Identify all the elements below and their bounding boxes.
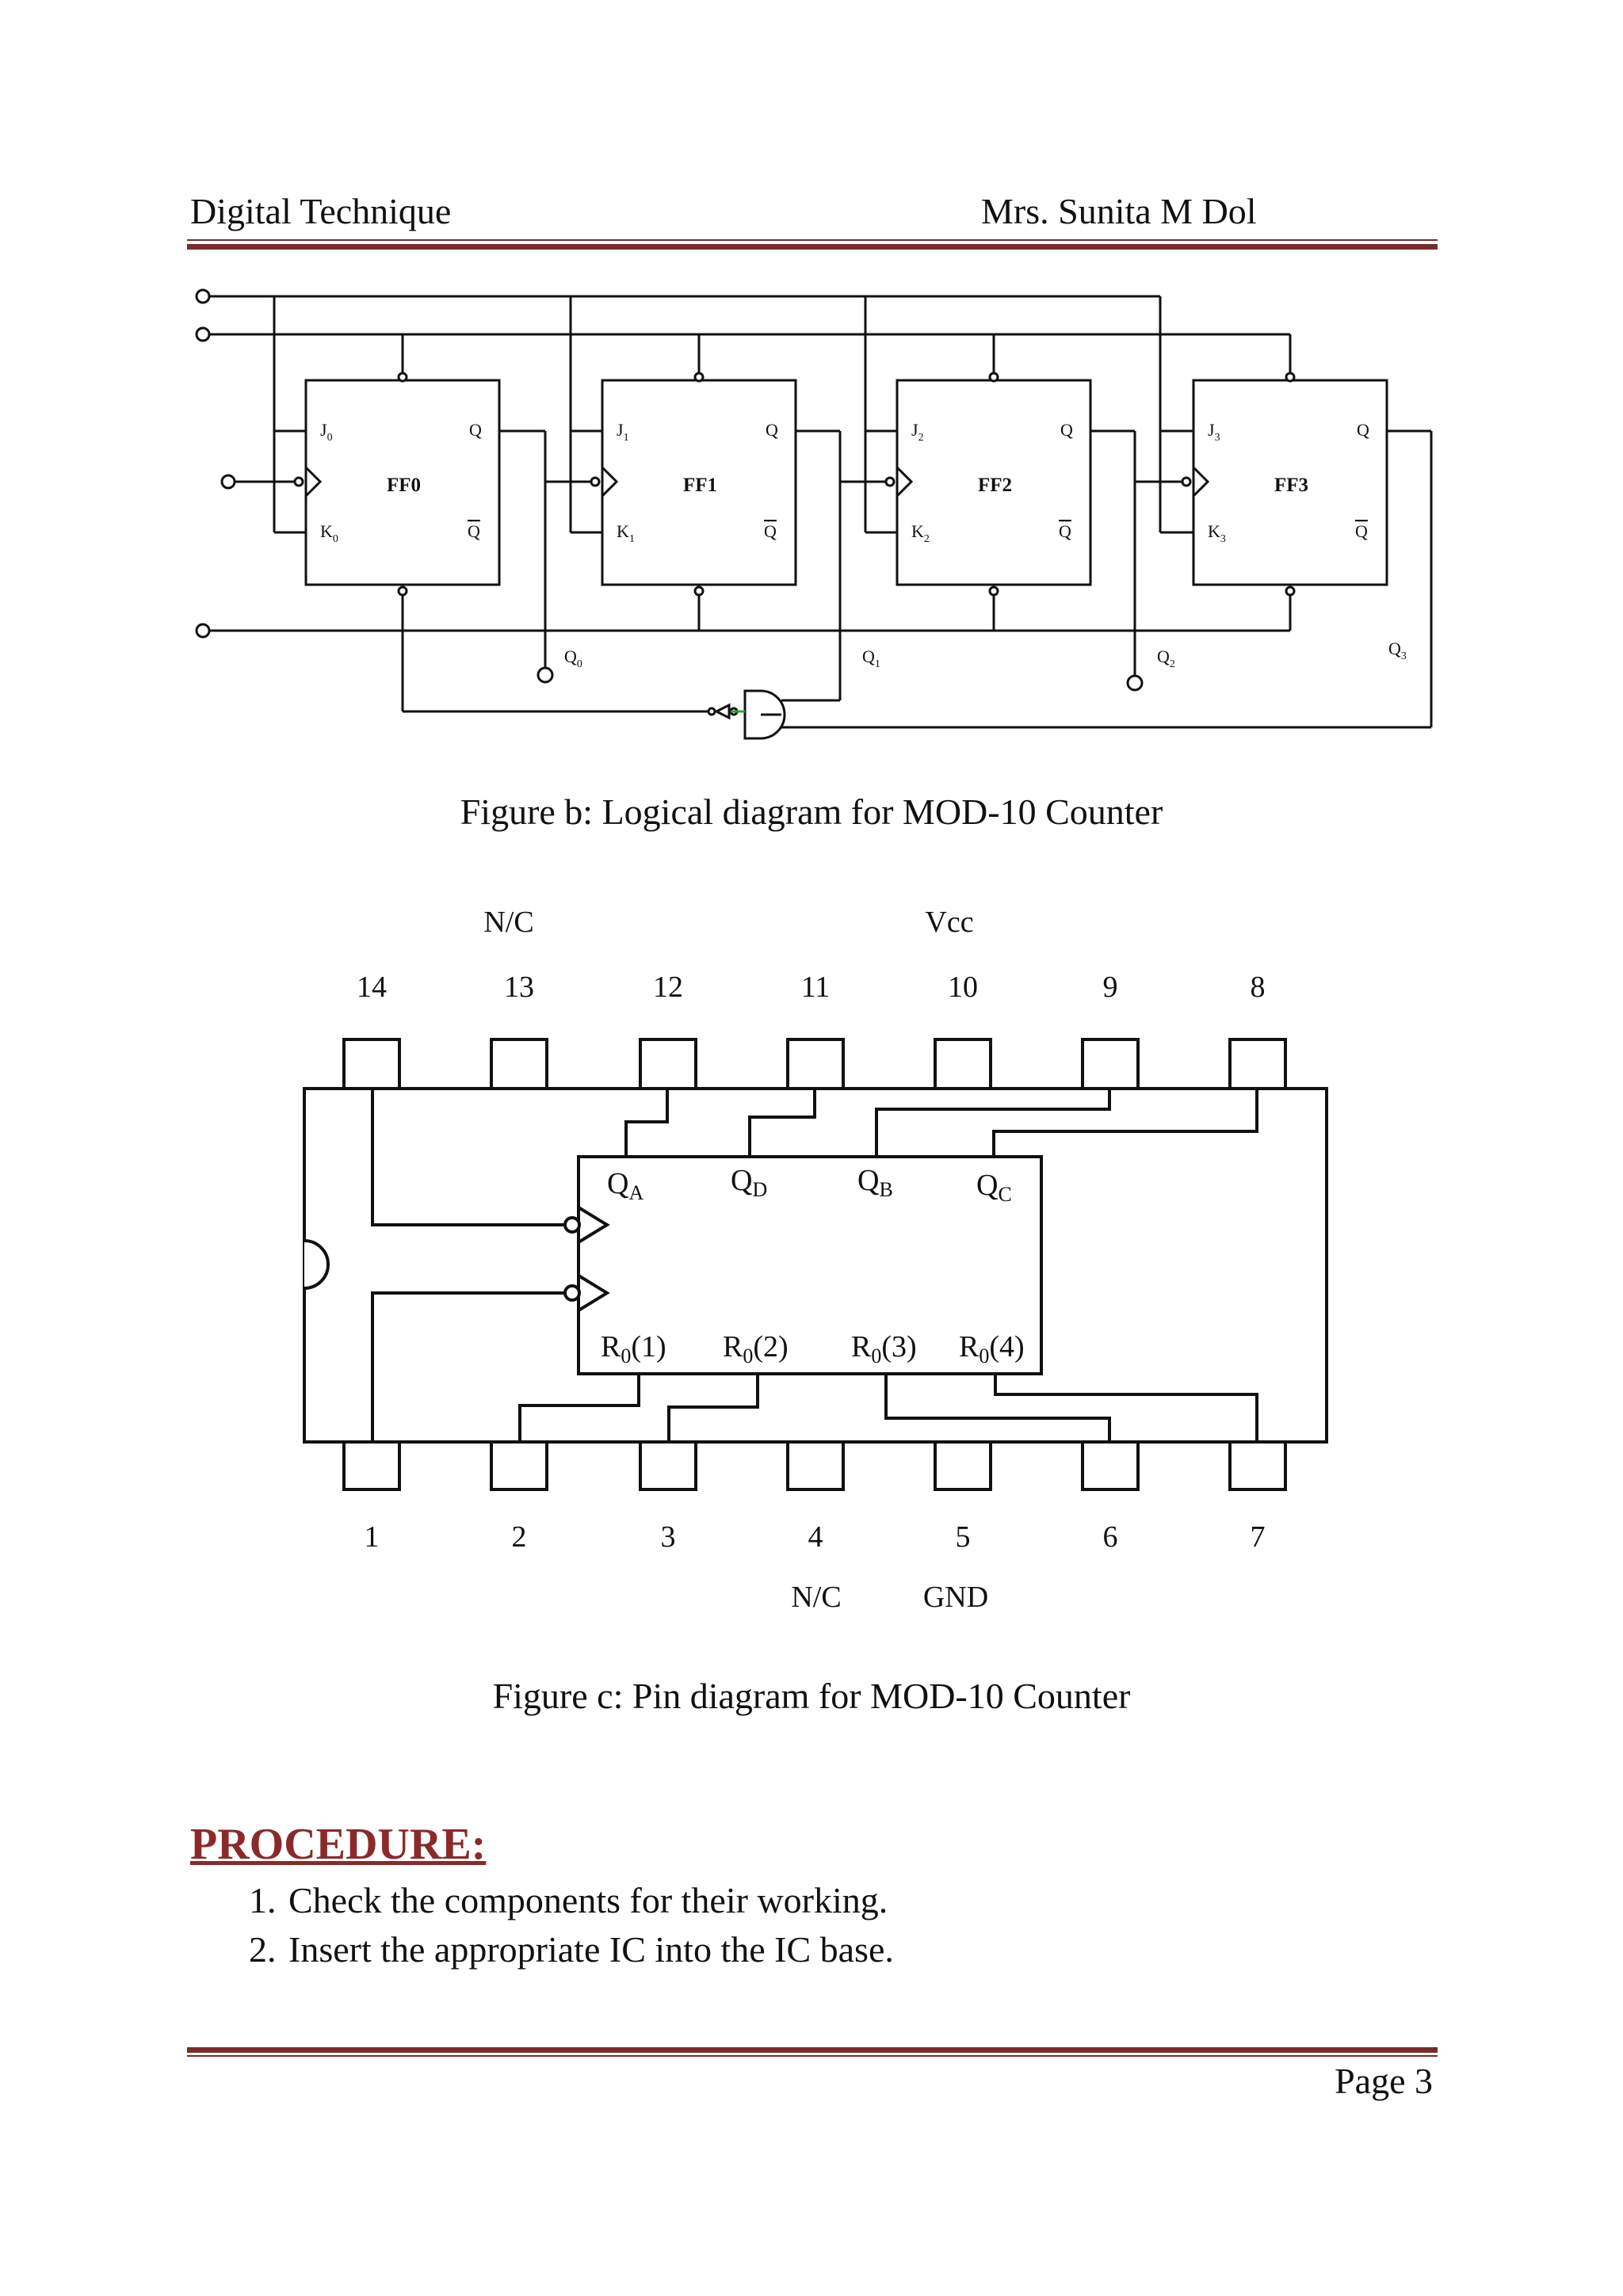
ff0-q-label: Q [469,420,482,440]
q3-output-label: Q3 [1388,639,1407,662]
pin-diagram: N/C Vcc 14 13 12 11 10 9 8 1 2 3 4 5 6 7… [303,906,1328,1614]
header-author: Mrs. Sunita M Dol [981,191,1257,231]
ff1-name: FF1 [683,475,717,496]
q0-terminal [537,666,554,684]
output-qd-label: QD [731,1164,767,1201]
ff0-k-label: K0 [320,521,338,545]
procedure-step: Insert the appropriate IC into the IC ba… [285,1925,1474,1974]
pin5-function-label: GND [923,1581,988,1614]
figure-c-caption: Figure c: Pin diagram for MOD-10 Counter [492,1676,1131,1716]
pin10-function-label: Vcc [925,906,973,939]
logic-diagram: J0 K0 J1 K1 J2 K2 J3 K3 Q Q Q Q Q Q Q Q … [195,288,1433,740]
pin-6-label: 6 [1103,1520,1118,1554]
ff3-j-label: J3 [1208,420,1220,444]
page-number: Page 3 [1335,2061,1433,2101]
output-qa-label: QA [607,1167,643,1204]
ff2-q-label: Q [1060,420,1073,440]
ff1-j-label: J1 [617,420,629,444]
input-terminal [195,288,211,304]
ff1-k-label: K1 [617,521,635,545]
ic-notch [304,1239,330,1290]
ff1-q-label: Q [766,420,778,440]
reset-r04-label: R0(4) [959,1330,1025,1367]
pin-4-label: 4 [808,1520,823,1554]
ic-body [303,1087,1328,1444]
q2-terminal [1126,674,1144,692]
inverter [713,703,731,720]
pin-1-label: 1 [365,1520,380,1554]
pin-14-label: 14 [357,971,387,1004]
ff1-qbar-label: Q [764,521,777,541]
header-title: Digital Technique [190,191,452,231]
q1-output-label: Q1 [862,646,880,670]
pin-13-label: 13 [504,971,534,1004]
ff0-j-label: J0 [320,420,333,444]
ff2-name: FF2 [978,475,1012,496]
output-qb-label: QB [857,1164,893,1201]
ff3-qbar-label: Q [1355,521,1368,541]
input-terminal [195,326,211,342]
footer-rule-bottom [187,2055,1438,2057]
pin-2-label: 2 [512,1520,527,1554]
procedure-step: Check the components for their working. [285,1876,1474,1925]
clock-input-terminal [220,474,236,490]
input-terminal [195,623,211,639]
header-rule-top [187,239,1438,241]
pin-11-label: 11 [801,971,831,1004]
ff0-qbar-label: Q [468,521,480,541]
pin-9-label: 9 [1103,971,1118,1004]
pin-12-label: 12 [653,971,683,1004]
reset-r02-label: R0(2) [723,1330,789,1367]
pin-8-label: 8 [1251,971,1266,1004]
pin4-function-label: N/C [791,1581,841,1614]
counter-block [577,1155,1043,1375]
header-rule [187,244,1438,250]
footer-rule [187,2047,1438,2053]
reset-r03-label: R0(3) [851,1330,917,1367]
q0-output-label: Q0 [564,646,582,670]
ff0-name: FF0 [387,475,421,496]
ff2-k-label: K2 [911,521,930,545]
reset-r01-label: R0(1) [601,1330,666,1367]
q2-output-label: Q2 [1157,646,1175,670]
ff2-j-label: J2 [911,420,924,444]
pin-7-label: 7 [1251,1520,1266,1554]
ff2-qbar-label: Q [1059,521,1071,541]
pin-5-label: 5 [956,1520,971,1554]
pin13-function-label: N/C [483,906,533,939]
output-qc-label: QC [976,1169,1012,1206]
ff3-q-label: Q [1357,420,1369,440]
ff3-name: FF3 [1274,475,1308,496]
procedure-heading: PROCEDURE: [190,1820,487,1869]
pin-10-label: 10 [948,971,978,1004]
procedure-list: Check the components for their working. … [190,1876,1474,1974]
figure-b-caption: Figure b: Logical diagram for MOD-10 Cou… [460,791,1163,832]
ff3-k-label: K3 [1208,521,1226,545]
pin-3-label: 3 [661,1520,676,1554]
